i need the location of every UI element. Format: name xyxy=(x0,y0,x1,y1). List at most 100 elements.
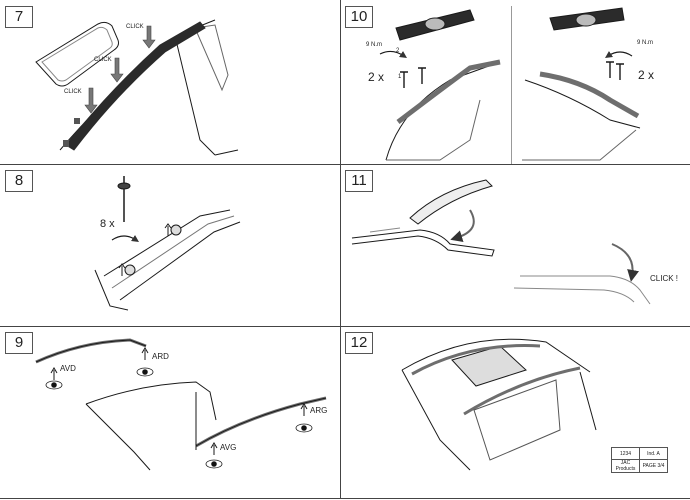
screw-icon xyxy=(606,61,614,78)
step7-drawing xyxy=(35,19,239,156)
eye-icon xyxy=(295,423,313,433)
up-arrow-icon xyxy=(164,223,172,236)
step11-rail-end-lower xyxy=(369,227,401,233)
step8-drawing xyxy=(94,176,241,311)
step7-click-label-1: CLICK xyxy=(126,24,144,30)
step10-car-left-roof xyxy=(385,61,501,161)
step8-fastener-rear xyxy=(170,224,182,236)
divider-row-1 xyxy=(0,164,690,165)
step10-car-right-roof xyxy=(524,79,641,129)
step10-qty-left: 2 x xyxy=(368,70,385,84)
step-number-9: 9 xyxy=(5,332,33,354)
step9-rail-arg-outline xyxy=(195,397,327,447)
up-arrow-icon xyxy=(300,403,308,416)
step7-click-label-2: CLICK xyxy=(94,57,112,63)
up-arrow-icon xyxy=(210,442,218,455)
step10-tool-right-disc xyxy=(575,13,597,27)
step12-side-window xyxy=(473,379,561,461)
rotate-arrow-icon xyxy=(379,50,407,58)
step10-marker-2: 2 xyxy=(396,48,400,54)
reference-row: JAC Products PAGE 3/4 xyxy=(611,459,668,473)
step8-roof-edge xyxy=(94,269,129,311)
step11-rail-lower-2 xyxy=(513,287,635,303)
step9-eyes xyxy=(45,367,313,469)
divider-step10-inner xyxy=(511,6,512,164)
step8-screwdriver-tip xyxy=(117,182,131,190)
reference-table: 1234 Ind. A JAC Products PAGE 3/4 xyxy=(611,447,668,473)
step7-window xyxy=(194,24,229,92)
reference-cell: Ind. A xyxy=(639,447,668,460)
step-number-7: 7 xyxy=(5,6,33,28)
reference-cell: 1234 xyxy=(611,447,640,460)
step10-car-right-body xyxy=(522,129,637,161)
rotate-arrow-icon xyxy=(611,243,639,282)
reference-cell: PAGE 3/4 xyxy=(639,459,668,473)
step7-sunroof-outline xyxy=(35,21,119,87)
step11-end-cover xyxy=(409,179,493,225)
step10-marker-1: 1 xyxy=(398,74,402,80)
reference-row: 1234 Ind. A xyxy=(611,447,668,460)
step9-car-roof xyxy=(85,381,217,421)
step-number-11: 11 xyxy=(345,170,373,192)
step9-label-ard: ARD xyxy=(152,352,169,361)
step12-sunroof xyxy=(451,345,527,387)
step9-rail-arg xyxy=(195,396,327,448)
step9-drawing xyxy=(35,338,327,471)
up-arrow-icon xyxy=(118,263,126,276)
step10-qty-right: 2 x xyxy=(638,68,655,82)
step7-arrows xyxy=(84,25,156,114)
step7-sunroof-inner xyxy=(41,26,113,82)
step10-torque-left: 9 N.m xyxy=(366,42,383,48)
step-number-12: 12 xyxy=(345,332,373,354)
screw-icon xyxy=(400,71,408,88)
step12-rail-left xyxy=(411,344,541,376)
arrow-down-icon xyxy=(110,57,124,83)
step10-car-right-rail xyxy=(539,71,640,119)
step11-drawing xyxy=(351,179,651,305)
rotate-arrow-icon xyxy=(605,51,633,58)
step8-rail-bottom xyxy=(119,221,241,301)
rotate-arrow-icon xyxy=(450,209,475,242)
divider-column xyxy=(340,0,341,498)
arrow-down-icon xyxy=(84,87,98,114)
step-number-10: 10 xyxy=(345,6,373,28)
step9-car-windshield xyxy=(85,403,151,471)
step10-car-left-body xyxy=(386,99,481,161)
rotate-arrow-icon xyxy=(111,235,139,242)
step8-rail-mid xyxy=(111,215,235,289)
step11-click-label: CLICK ! xyxy=(650,274,679,283)
step11-rail-end xyxy=(351,229,495,257)
step9-rail-avd-outline xyxy=(35,339,147,363)
step8-fastener-front xyxy=(124,264,136,276)
step10-drawing xyxy=(379,7,641,161)
screw-icon xyxy=(616,63,624,80)
step7-door-line xyxy=(214,149,239,156)
step10-car-left-rail xyxy=(396,59,501,124)
step7-clip-2 xyxy=(63,140,69,147)
step8-qty: 8 x xyxy=(100,218,115,230)
step10-torque-right: 9 N.m xyxy=(637,40,654,46)
up-arrow-icon xyxy=(141,347,149,360)
step12-rail-right xyxy=(463,366,581,416)
step7-click-label-3: CLICK xyxy=(64,89,82,95)
step12-rear-pillar xyxy=(579,371,597,431)
step7-clip-1 xyxy=(74,118,80,124)
eye-icon xyxy=(205,459,223,469)
arrow-down-icon xyxy=(142,25,156,49)
step9-label-avg: AVG xyxy=(220,443,237,452)
step12-roof-front xyxy=(401,338,591,373)
eye-icon xyxy=(45,380,63,390)
step12-windshield xyxy=(401,369,471,471)
step-number-8: 8 xyxy=(5,170,33,192)
step8-rail-top xyxy=(103,209,231,277)
step12-drawing xyxy=(401,338,597,471)
step9-label-arg: ARG xyxy=(310,406,328,415)
reference-cell: JAC Products xyxy=(611,459,640,473)
step9-label-avd: AVD xyxy=(60,364,76,373)
divider-bottom xyxy=(0,498,690,499)
step10-tool-left-disc xyxy=(424,17,446,31)
divider-row-2 xyxy=(0,326,690,327)
step9-rail-avd xyxy=(35,338,147,364)
